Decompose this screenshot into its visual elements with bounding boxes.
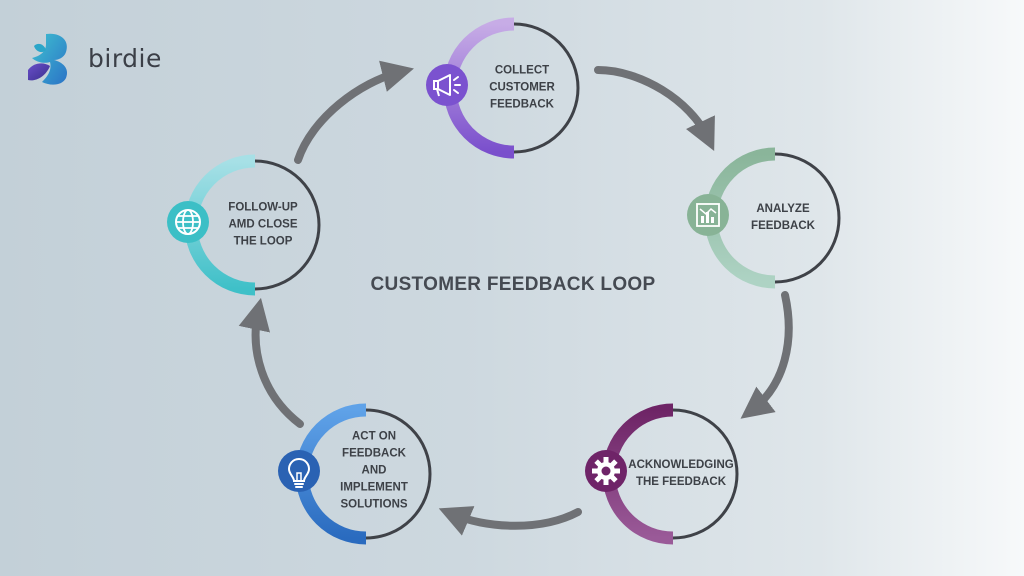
globe-icon [167,201,209,243]
chart-icon [687,194,729,236]
arrow-analyze-to-acknowledge [740,291,793,419]
step-node [167,154,321,296]
step-node [585,403,739,545]
lightbulb-icon [278,450,320,492]
brand-name: birdie [88,43,162,73]
ring-outline [365,408,432,540]
ring-outline [254,159,321,291]
ring-outline [672,408,739,540]
step-nodes [167,17,841,545]
arrow-collect-to-analyze [594,66,715,152]
step-label: COLLECT CUSTOMER FEEDBACK [489,64,555,111]
birdie-logo-icon [28,33,68,85]
step-label: FOLLOW-UP AMD CLOSE THE LOOP [228,201,298,248]
step-node [278,403,432,545]
step-label: ACKNOWLEDGING THE FEEDBACK [628,459,734,488]
gear-icon [585,450,627,492]
arrow-act-to-followup [238,297,304,428]
ring-outline [774,152,841,284]
step-node [426,17,580,159]
ring-outline [513,22,580,154]
step-label: ACT ON FEEDBACK AND IMPLEMENT SOLUTIONS [340,430,408,511]
brand-logo: birdie [24,30,162,86]
megaphone-icon [426,64,468,106]
step-label: ANALYZE FEEDBACK [751,203,815,232]
arrow-acknowledge-to-act [438,506,582,536]
step-node [687,147,841,289]
arrow-followup-to-collect [294,60,414,164]
flow-arrows [238,60,793,536]
diagram-title: CUSTOMER FEEDBACK LOOP [370,274,656,295]
